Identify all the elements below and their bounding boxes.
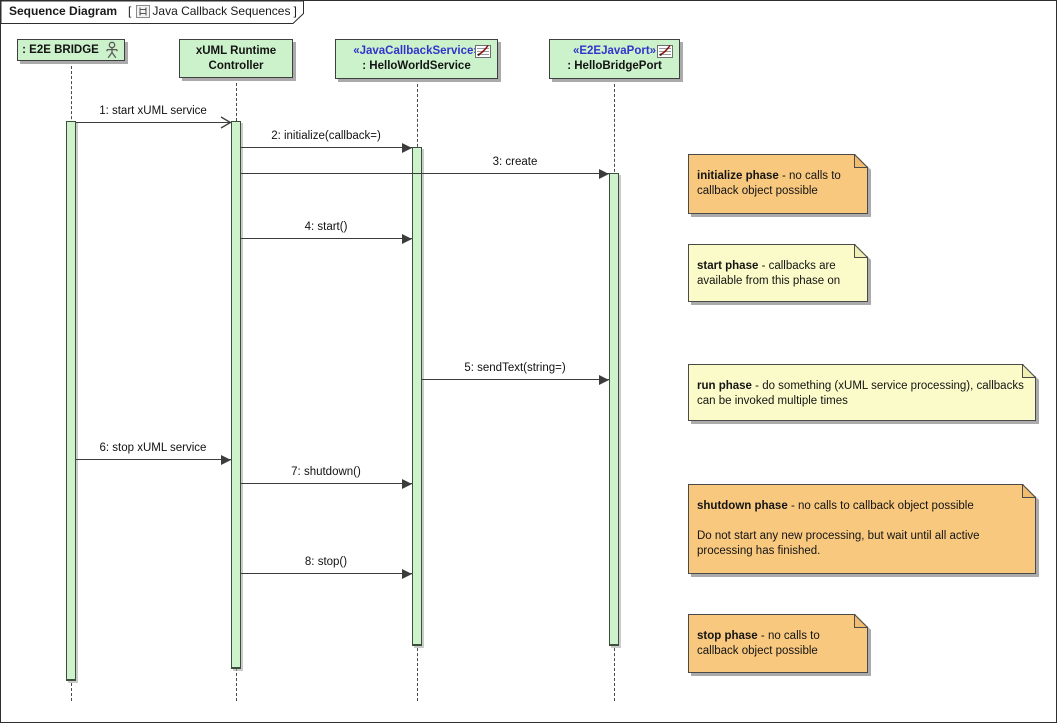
- note-body-initialize-phase: initialize phase - no calls to callback …: [688, 154, 868, 214]
- note-description-initialize-phase: - no calls to callback object possible: [697, 170, 841, 197]
- java-artifact-icon: [657, 45, 673, 58]
- note-stop-phase[interactable]: stop phase - no calls to callback object…: [688, 614, 868, 673]
- lifeline-label: : HelloWorldService: [362, 60, 471, 72]
- note-fold-icon: [1022, 364, 1036, 378]
- note-fold-icon: [854, 244, 868, 258]
- diagram-tab[interactable]: Sequence Diagram [ Java Callback Sequenc…: [1, 1, 305, 24]
- message-1-line[interactable]: [76, 122, 231, 123]
- message-8-arrowhead-icon: [402, 569, 412, 579]
- message-6-arrowhead-icon: [221, 455, 231, 465]
- note-extra-shutdown-phase: Do not start any new processing, but wai…: [697, 530, 980, 557]
- diagram-name-label: Java Callback Sequences: [152, 4, 291, 18]
- message-4-line[interactable]: [241, 238, 412, 239]
- note-description-shutdown-phase: - no calls to callback object possible: [790, 500, 974, 512]
- note-body-shutdown-phase: shutdown phase - no calls to callback ob…: [688, 484, 1036, 574]
- note-title-initialize-phase: initialize phase: [697, 170, 779, 182]
- message-1-open-arrowhead-icon: [220, 116, 232, 129]
- note-run-phase[interactable]: run phase - do something (xUML service p…: [688, 364, 1036, 421]
- message-1-label[interactable]: 1: start xUML service: [99, 105, 207, 117]
- note-initialize-phase[interactable]: initialize phase - no calls to callback …: [688, 154, 868, 214]
- lifeline-header-helloworldservice[interactable]: «JavaCallbackService» : HelloWorldService: [335, 39, 498, 79]
- lifeline-label: : HelloBridgePort: [567, 60, 662, 72]
- tab-shape: [1, 1, 304, 24]
- note-text-initialize-phase: initialize phase - no calls to callback …: [689, 155, 867, 205]
- message-5-label[interactable]: 5: sendText(string=): [464, 362, 566, 374]
- note-fold-icon: [854, 154, 868, 168]
- activation-bar-e2e-bridge[interactable]: [66, 121, 76, 681]
- note-fold-icon: [854, 614, 868, 628]
- note-title-start-phase: start phase: [697, 260, 759, 272]
- stereotype-label: «E2EJavaPort»: [572, 45, 657, 57]
- note-shutdown-phase[interactable]: shutdown phase - no calls to callback ob…: [688, 484, 1036, 574]
- message-6-label[interactable]: 6: stop xUML service: [99, 442, 207, 454]
- note-title-stop-phase: stop phase: [697, 630, 758, 642]
- note-start-phase[interactable]: start phase - callbacks are available fr…: [688, 244, 868, 302]
- sequence-diagram-icon: [136, 4, 151, 18]
- message-4-label[interactable]: 4: start(): [304, 221, 348, 233]
- note-text-stop-phase: stop phase - no calls to callback object…: [689, 615, 867, 665]
- activation-bar-xuml-runtime-controller[interactable]: [231, 121, 241, 669]
- message-7-line[interactable]: [241, 483, 412, 484]
- message-5-line[interactable]: [422, 379, 609, 380]
- note-text-start-phase: start phase - callbacks are available fr…: [689, 245, 867, 295]
- activation-bar-helloworldservice[interactable]: [412, 147, 422, 646]
- note-body-stop-phase: stop phase - no calls to callback object…: [688, 614, 868, 673]
- tab-content: Sequence Diagram [ Java Callback Sequenc…: [9, 1, 300, 21]
- note-title-shutdown-phase: shutdown phase: [697, 500, 788, 512]
- lifeline-label-line: xUML Runtime: [195, 44, 277, 57]
- note-description-stop-phase: - no calls to callback object possible: [697, 630, 820, 657]
- note-text-run-phase: run phase - do something (xUML service p…: [689, 365, 1035, 415]
- note-body-start-phase: start phase - callbacks are available fr…: [688, 244, 868, 302]
- message-7-arrowhead-icon: [402, 479, 412, 489]
- note-title-run-phase: run phase: [697, 380, 752, 392]
- lifeline-label: : E2E BRIDGE: [22, 43, 99, 56]
- diagram-type-label: Sequence Diagram: [9, 4, 118, 18]
- activation-bar-hellobridgeport[interactable]: [609, 173, 619, 646]
- message-8-line[interactable]: [241, 573, 412, 574]
- message-3-arrowhead-icon: [599, 169, 609, 179]
- lifeline-label-line: Controller: [208, 59, 264, 72]
- note-text-shutdown-phase: shutdown phase - no calls to callback ob…: [689, 485, 1035, 565]
- actor-row: : E2E BRIDGE: [22, 41, 120, 59]
- stereotype-label: «JavaCallbackService»: [353, 45, 480, 57]
- open-bracket: [: [128, 4, 132, 18]
- message-2-arrowhead-icon: [402, 143, 412, 153]
- message-6-line[interactable]: [76, 459, 231, 460]
- message-5-arrowhead-icon: [599, 375, 609, 385]
- message-3-label[interactable]: 3: create: [492, 156, 538, 168]
- note-description-start-phase: - callbacks are available from this phas…: [697, 260, 841, 287]
- message-4-arrowhead-icon: [402, 234, 412, 244]
- lifeline-header-e2e-bridge[interactable]: : E2E BRIDGE: [17, 39, 125, 61]
- note-description-run-phase: - do something (xUML service processing)…: [697, 380, 1024, 407]
- message-8-label[interactable]: 8: stop(): [304, 556, 348, 568]
- close-bracket: ]: [293, 4, 297, 18]
- message-7-label[interactable]: 7: shutdown(): [291, 466, 361, 478]
- lifeline-header-hellobridgeport[interactable]: «E2EJavaPort» : HelloBridgePort: [549, 39, 680, 79]
- message-2-label[interactable]: 2: initialize(callback=): [271, 130, 381, 142]
- note-fold-icon: [1022, 484, 1036, 498]
- message-2-line[interactable]: [241, 147, 412, 148]
- message-3-line[interactable]: [241, 173, 609, 174]
- actor-icon: [106, 41, 118, 59]
- java-artifact-icon: [475, 45, 491, 58]
- note-body-run-phase: run phase - do something (xUML service p…: [688, 364, 1036, 421]
